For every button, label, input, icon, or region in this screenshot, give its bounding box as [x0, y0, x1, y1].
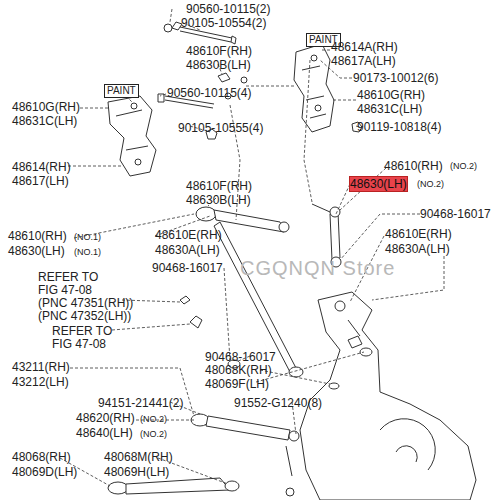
- arm-number: (NO.2): [140, 429, 167, 440]
- part-number: 48068K(RH): [205, 363, 272, 377]
- part-number: 48068M(RH): [104, 450, 173, 464]
- arm-number: (NO.2): [140, 414, 167, 425]
- part-number: 90468-16017: [205, 350, 276, 364]
- part-number: 90468-16017: [420, 207, 491, 221]
- arm-number: (NO.1): [74, 232, 101, 243]
- part-number: 48610E(RH): [155, 228, 222, 242]
- part-number: 90105-10554(2): [181, 16, 266, 30]
- part-number: 48630(LH): [8, 244, 65, 258]
- part-number: FIG 47-08: [52, 337, 106, 351]
- part-number: 48610G(RH): [357, 88, 425, 102]
- part-number: 48069H(LH): [104, 465, 169, 479]
- part-number: 48610(RH): [384, 159, 443, 173]
- part-number: 48630B(LH): [186, 193, 251, 207]
- part-number: 90173-10012(6): [353, 71, 438, 85]
- part-number: 91552-G1240(8): [234, 396, 322, 410]
- left-bracket: [108, 96, 156, 176]
- right-bracket: [294, 44, 334, 132]
- part-number: 48069F(LH): [205, 377, 269, 391]
- part-number: FIG 47-08: [38, 283, 92, 297]
- part-number: 48614(RH): [12, 160, 71, 174]
- part-number: 48614A(RH): [331, 40, 398, 54]
- highlighted-part-number: 48630(LH): [350, 177, 407, 191]
- part-number: 43212(LH): [12, 375, 69, 389]
- part-number: 90119-10818(4): [357, 120, 442, 134]
- steering-knuckle: [300, 292, 476, 500]
- part-number: 48631C(LH): [12, 114, 77, 128]
- part-number: 48620(RH): [76, 411, 135, 425]
- part-number: (PNC 47352(LH)): [38, 309, 131, 323]
- part-number: 94151-21441(2): [98, 396, 183, 410]
- part-number: 48631C(LH): [357, 102, 422, 116]
- part-number: 48610G(RH): [12, 100, 80, 114]
- part-number: 48617(LH): [12, 174, 69, 188]
- part-number: 90105-10555(4): [178, 121, 263, 135]
- part-number: 48610F(RH): [186, 179, 252, 193]
- paint-note: PAINT: [104, 84, 139, 98]
- arm-number: (NO.2): [450, 161, 477, 172]
- part-number: 90560-10115(2): [186, 2, 271, 16]
- arm-number: (NO.1): [74, 247, 101, 258]
- part-number: 48630B(LH): [186, 58, 251, 72]
- part-number: 48068(RH): [12, 450, 71, 464]
- part-number: 48610F(RH): [186, 44, 252, 58]
- part-number: (PNC 47351(RH)): [38, 296, 133, 310]
- part-number: 43211(RH): [12, 360, 70, 374]
- arm-number: (NO.2): [417, 179, 444, 190]
- part-number: 48630A(LH): [155, 243, 220, 257]
- part-number: 48610E(RH): [385, 227, 452, 241]
- part-number: 48617A(LH): [331, 54, 396, 68]
- part-number: 90468-16017: [152, 261, 223, 275]
- part-number: REFER TO: [38, 270, 98, 284]
- part-number: 48640(LH): [76, 426, 133, 440]
- watermark: CGQNQN Store: [240, 256, 395, 280]
- part-number: 90560-10115(4): [167, 86, 252, 100]
- part-number: 48610(RH): [8, 229, 67, 243]
- part-number: REFER TO: [52, 324, 112, 338]
- part-number: 48630A(LH): [385, 242, 450, 256]
- part-number: 48069D(LH): [12, 465, 77, 479]
